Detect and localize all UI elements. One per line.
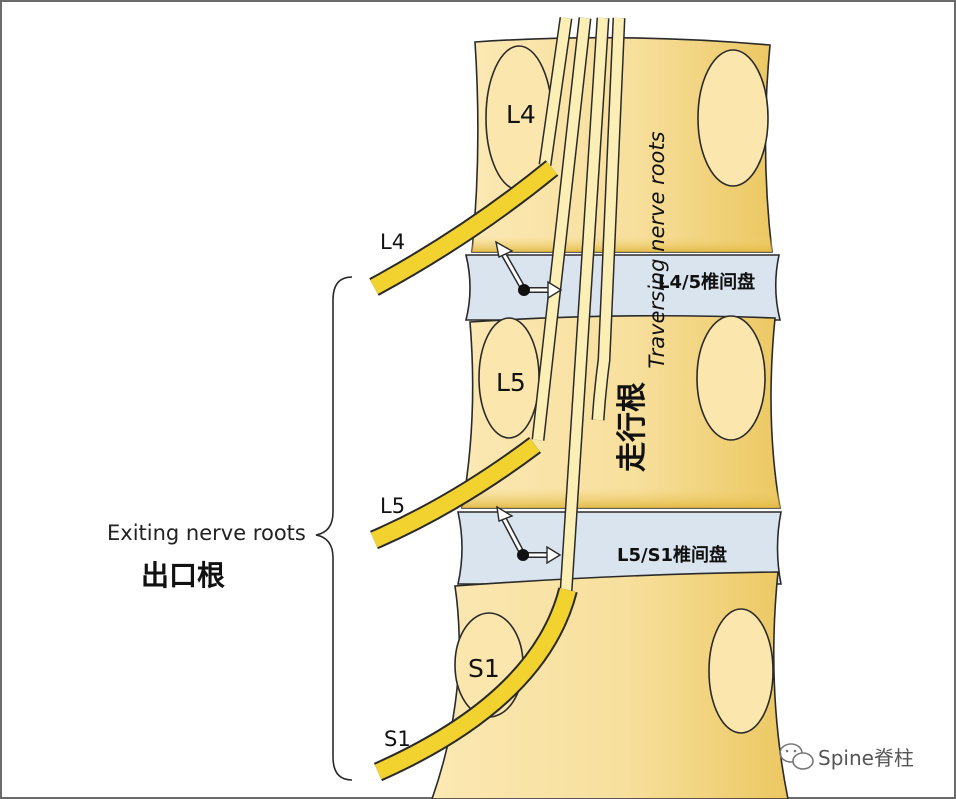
l45-disc-label: L4/5椎间盘 bbox=[658, 272, 756, 293]
watermark-text: Spine脊柱 bbox=[818, 746, 914, 770]
l5-pedicle-right bbox=[696, 315, 766, 441]
l5s1-disc-label: L5/S1椎间盘 bbox=[617, 545, 728, 566]
l5-nerve-root bbox=[370, 438, 540, 548]
l45-disc bbox=[464, 254, 782, 321]
arrow-right-icon bbox=[546, 545, 562, 565]
wechat-icon bbox=[779, 743, 814, 770]
l5s1-disc bbox=[457, 511, 782, 585]
l5s1-compression-arrows bbox=[496, 505, 562, 565]
l45-compression-arrows bbox=[495, 240, 563, 300]
l4-nerve-root bbox=[370, 161, 558, 295]
l4-nerve-label: L4 bbox=[380, 230, 406, 254]
exiting-roots-brace bbox=[315, 276, 353, 781]
l4-vertebra-label: L4 bbox=[506, 100, 536, 129]
traversing-roots-label-en: Traversing nerve roots bbox=[645, 131, 669, 369]
l5-nerve-label: L5 bbox=[380, 494, 406, 518]
s1-pedicle-right bbox=[708, 608, 774, 734]
arrow-up-icon bbox=[496, 505, 514, 522]
s1-vertebra bbox=[431, 571, 789, 799]
arrow-up-icon bbox=[495, 240, 514, 259]
l4-vertebra bbox=[471, 36, 773, 253]
traversing-roots-label-cn: 走行根 bbox=[615, 382, 650, 472]
exiting-nerve-roots bbox=[369, 160, 578, 782]
l5-vertebra-label: L5 bbox=[496, 368, 526, 397]
s1-nerve-label: S1 bbox=[384, 727, 411, 751]
traversing-root-strands bbox=[531, 17, 626, 593]
s1-nerve-root bbox=[374, 587, 576, 780]
arrow-right-icon bbox=[547, 280, 563, 300]
exiting-roots-label-en: Exiting nerve roots bbox=[107, 521, 306, 545]
s1-vertebra-label: S1 bbox=[468, 654, 500, 683]
l4-pedicle-right bbox=[697, 49, 769, 187]
exiting-roots-label-cn: 出口根 bbox=[141, 559, 226, 592]
